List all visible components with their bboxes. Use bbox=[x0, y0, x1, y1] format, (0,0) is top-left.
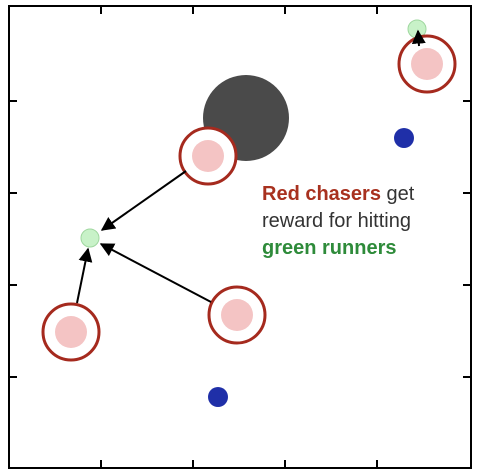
caption-line-1: Red chasers get bbox=[262, 183, 415, 205]
top-ticks bbox=[100, 6, 378, 14]
caption-red-chasers: Red chasers bbox=[262, 183, 381, 205]
right-ticks bbox=[463, 100, 471, 378]
red-ring-chaser-icon bbox=[207, 285, 267, 345]
red-ring-chaser-icon bbox=[397, 34, 457, 94]
bottom-ticks bbox=[100, 460, 378, 468]
red-ring-chaser-icon bbox=[41, 302, 101, 362]
blue-dot-landmark-icon bbox=[394, 128, 414, 148]
arrow-icon bbox=[99, 243, 212, 303]
arrow-icon bbox=[411, 29, 426, 47]
left-ticks bbox=[9, 100, 17, 378]
green-dot-runner-icon bbox=[80, 228, 100, 248]
red-ring-chaser-icon bbox=[178, 126, 238, 186]
caption-get: get bbox=[381, 183, 415, 205]
arrow-icon bbox=[76, 247, 93, 304]
blue-dot-landmark-icon bbox=[208, 387, 228, 407]
caption-line-3: green runners bbox=[262, 237, 396, 259]
caption-line-2: reward for hitting bbox=[262, 210, 411, 232]
arrow-icon bbox=[100, 170, 187, 231]
